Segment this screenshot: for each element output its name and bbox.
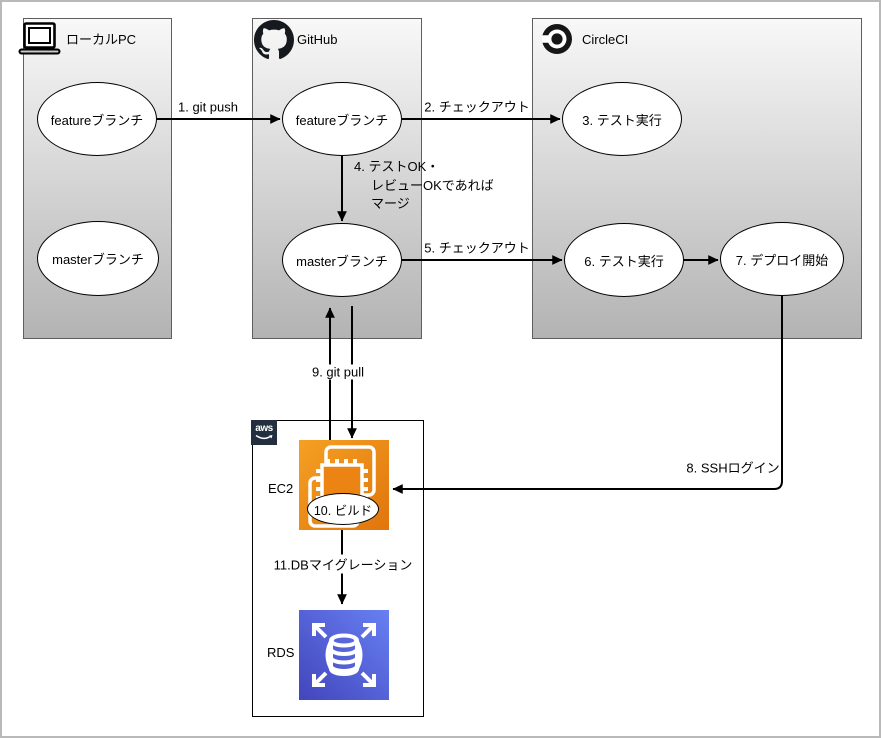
ec2-label: EC2 — [268, 481, 294, 496]
circleci-icon — [540, 24, 572, 54]
edge-label-db-migration: 11.DBマイグレーション — [271, 554, 415, 574]
aws-logo-text: aws — [255, 423, 273, 434]
edge-label-checkout-feature: 2. チェックアウト — [424, 99, 530, 115]
aws-smile-icon — [255, 434, 273, 440]
laptop-icon — [18, 22, 61, 55]
zone-circleci-label: CircleCI — [582, 32, 629, 47]
node-test-run-6: 6. テスト実行 — [564, 223, 684, 297]
node-build-10: 10. ビルド — [307, 493, 379, 525]
node-github-master-branch: masterブランチ — [282, 223, 402, 297]
edge-label-git-push: 1. git push — [178, 99, 238, 115]
edge-label-ssh-login: 8. SSHログイン — [686, 460, 780, 476]
rds-service-icon — [299, 610, 389, 700]
node-test-run-3: 3. テスト実行 — [562, 82, 682, 156]
edge-label-merge-line2: レビューOKであれば — [371, 177, 494, 193]
zone-local-pc-label: ローカルPC — [66, 32, 137, 47]
arrow-ssh-login — [392, 296, 783, 494]
edge-label-checkout-master: 5. チェックアウト — [424, 240, 530, 256]
edge-label-merge-line1: 4. テストOK・ — [354, 159, 440, 174]
node-github-feature-branch: featureブランチ — [282, 82, 402, 156]
edge-label-merge: 4. テストOK・ レビューOKであれば マージ — [354, 158, 494, 214]
github-octocat-icon — [254, 20, 294, 60]
edge-label-merge-line3: マージ — [371, 196, 410, 211]
node-local-feature-branch: featureブランチ — [37, 82, 157, 156]
rds-label: RDS — [267, 645, 295, 660]
node-deploy-start-7: 7. デプロイ開始 — [720, 222, 844, 296]
zone-github-label: GitHub — [297, 32, 338, 47]
edge-label-git-pull: 9. git pull — [309, 364, 367, 380]
aws-logo: aws — [251, 420, 277, 445]
node-local-master-branch: masterブランチ — [37, 221, 159, 296]
